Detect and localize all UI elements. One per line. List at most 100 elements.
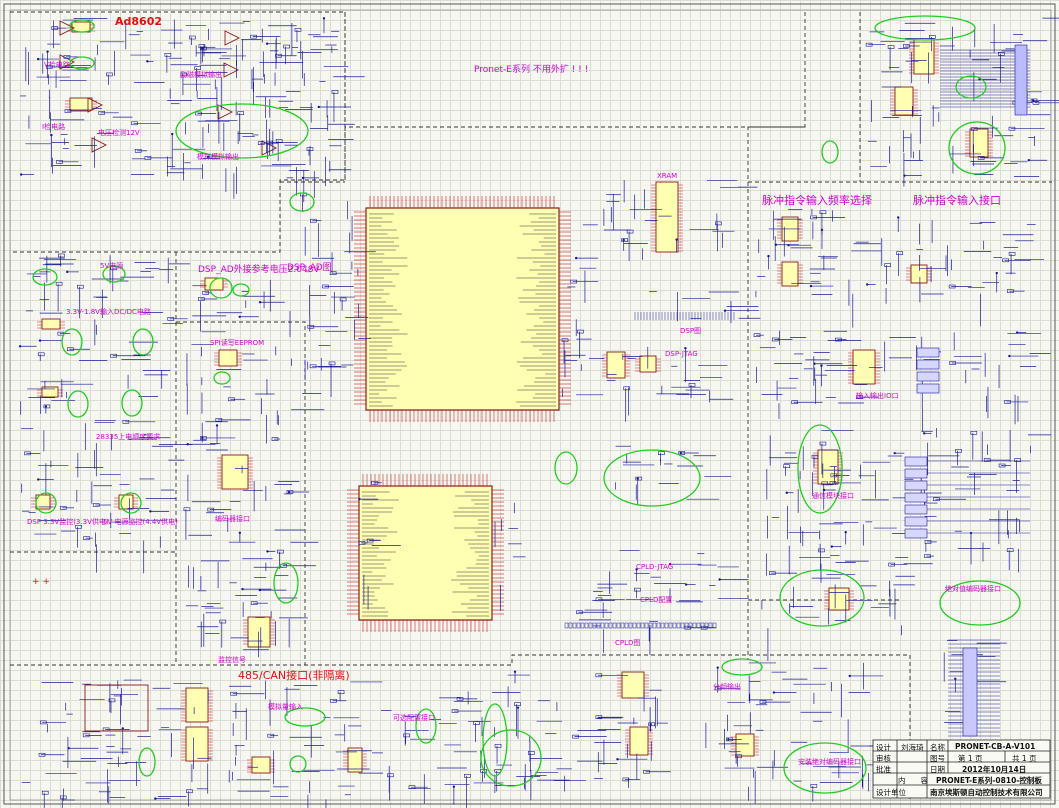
- junction: [37, 478, 40, 481]
- junction: [727, 738, 730, 741]
- label-can-485: 485/CAN接口(非隔离): [238, 669, 350, 682]
- ic-block: [185, 726, 209, 762]
- resistor: [38, 752, 46, 757]
- junction: [146, 60, 149, 63]
- resistor: [1006, 548, 1014, 552]
- junction: [716, 666, 719, 669]
- ic-block: [247, 616, 271, 648]
- resistor: [924, 554, 931, 558]
- resistor: [59, 795, 67, 800]
- header-pin: [696, 622, 701, 629]
- resistor: [819, 210, 827, 215]
- resistor: [818, 548, 825, 553]
- cpld-chip: [358, 485, 493, 621]
- ic-block: [910, 264, 928, 284]
- resistor: [366, 538, 374, 543]
- resistor: [56, 160, 63, 164]
- resistor: [451, 709, 459, 713]
- junction: [923, 432, 926, 435]
- resistor: [983, 458, 991, 462]
- resistor: [83, 536, 90, 540]
- resistor: [134, 149, 142, 153]
- label-io-note: 输入输出IO口: [856, 392, 899, 400]
- junction: [1008, 354, 1011, 358]
- resistor: [634, 587, 641, 592]
- resistor: [403, 733, 410, 738]
- resistor: [202, 291, 209, 295]
- header-pin: [624, 622, 629, 629]
- connector: [1014, 44, 1028, 116]
- tb-doc-no: PRONET-CB-A-V101: [955, 742, 1036, 751]
- resistor: [67, 347, 74, 352]
- resistor: [887, 45, 895, 49]
- resistor: [310, 218, 317, 223]
- junction: [1027, 159, 1031, 162]
- label-dsp-ad: DSP_AD外接参考电压2.048V: [198, 265, 320, 275]
- resistor: [215, 418, 223, 422]
- junction: [149, 510, 152, 513]
- junction: [38, 339, 42, 342]
- tb-company: 南京埃斯顿自动控制技术有限公司: [930, 788, 1043, 797]
- resistor: [339, 297, 347, 302]
- resistor: [266, 140, 273, 145]
- resistor: [955, 449, 962, 453]
- header-pin: [632, 622, 637, 629]
- header-pin: [612, 622, 617, 629]
- resistor: [570, 279, 578, 284]
- junction: [186, 443, 189, 446]
- junction: [322, 17, 326, 20]
- label-pronet-note: Pronet-E系列 不用外扩 ! ! !: [474, 65, 589, 75]
- op-amp: [91, 137, 108, 153]
- resistor: [715, 221, 722, 226]
- junction: [636, 477, 639, 480]
- resistor: [331, 90, 339, 94]
- resistor: [577, 329, 584, 334]
- resistor: [635, 476, 643, 481]
- resistor: [164, 52, 172, 57]
- resistor: [275, 139, 283, 143]
- header-pin: [664, 622, 669, 629]
- op-amp: [223, 62, 240, 78]
- resistor: [977, 156, 985, 160]
- resistor: [884, 263, 891, 267]
- junction: [616, 757, 619, 761]
- resistor: [1004, 400, 1011, 404]
- resistor: [1014, 458, 1021, 462]
- header-pin: [672, 622, 677, 629]
- header-pin: [688, 622, 693, 629]
- resistor: [643, 769, 650, 774]
- resistor: [903, 44, 910, 48]
- resistor: [180, 72, 188, 77]
- resistor: [271, 437, 279, 441]
- resistor: [688, 383, 696, 387]
- junction: [684, 583, 688, 586]
- resistor: [948, 284, 956, 289]
- ic-block: [629, 726, 649, 756]
- junction: [19, 173, 23, 176]
- resistor: [865, 42, 873, 47]
- resistor: [1030, 98, 1038, 103]
- resistor: [275, 53, 282, 58]
- resistor: [456, 697, 464, 701]
- ic-block: [969, 128, 989, 158]
- resistor: [623, 386, 630, 391]
- resistor: [329, 271, 337, 275]
- label-i-detect: I检电路: [42, 123, 66, 131]
- resistor: [92, 503, 100, 507]
- header-pin: [692, 622, 697, 629]
- resistor: [595, 597, 603, 602]
- resistor: [286, 490, 294, 494]
- ic-block: [41, 318, 61, 330]
- ic-block: [606, 351, 626, 379]
- ic-block: [655, 181, 679, 253]
- resistor: [189, 35, 196, 40]
- resistor: [810, 215, 817, 220]
- resistor: [819, 441, 827, 446]
- resistor: [228, 397, 235, 402]
- label-dsp-map: DSP图: [680, 327, 702, 335]
- resistor: [237, 111, 245, 115]
- resistor: [821, 481, 829, 486]
- resistor: [791, 400, 798, 405]
- junction: [265, 42, 269, 45]
